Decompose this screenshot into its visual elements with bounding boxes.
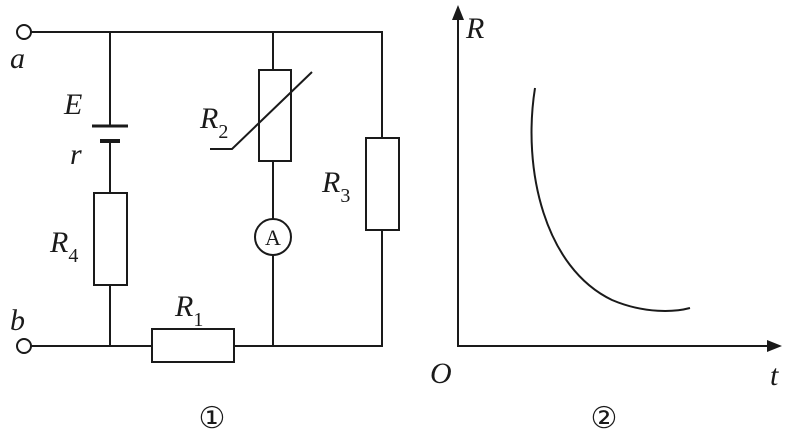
y-axis-arrow [452, 5, 464, 20]
terminal-b-label: b [10, 304, 25, 337]
r4-label: R4 [49, 226, 78, 267]
figure-2-label: ② [591, 402, 618, 435]
x-axis-label: t [770, 359, 779, 392]
r2-subscript: 2 [218, 121, 228, 143]
circuit-diagram: a b E r R4 R2 R3 R1 A ① [10, 24, 400, 435]
x-axis-arrow [767, 340, 782, 352]
terminal-a-label: a [10, 42, 25, 75]
r4-letter: R [49, 226, 68, 259]
terminal-b [16, 338, 32, 354]
r2-label: R2 [199, 102, 228, 143]
r1-label: R1 [174, 290, 203, 331]
figure-1-label: ① [199, 402, 226, 435]
resistor-r1 [151, 328, 235, 363]
r4-subscript: 4 [68, 245, 78, 267]
origin-label: O [430, 357, 452, 390]
terminal-a [16, 24, 32, 40]
resistor-r4 [93, 192, 128, 286]
battery-internal-resistance-label: r [70, 138, 82, 171]
resistor-r2-thermistor [258, 69, 292, 162]
y-axis-label: R [465, 12, 484, 45]
r1-letter: R [174, 290, 193, 323]
r3-letter: R [321, 166, 340, 199]
resistor-r3 [365, 137, 400, 231]
battery-emf-label: E [63, 88, 82, 121]
ammeter-label: A [265, 225, 281, 250]
r1-subscript: 1 [193, 309, 203, 331]
r2-letter: R [199, 102, 218, 135]
thermistor-slash [210, 71, 313, 150]
resistance-decay-curve [530, 87, 691, 312]
r3-subscript: 3 [340, 185, 350, 207]
r-t-graph: R t O ② [430, 5, 782, 435]
r3-label: R3 [321, 166, 350, 207]
